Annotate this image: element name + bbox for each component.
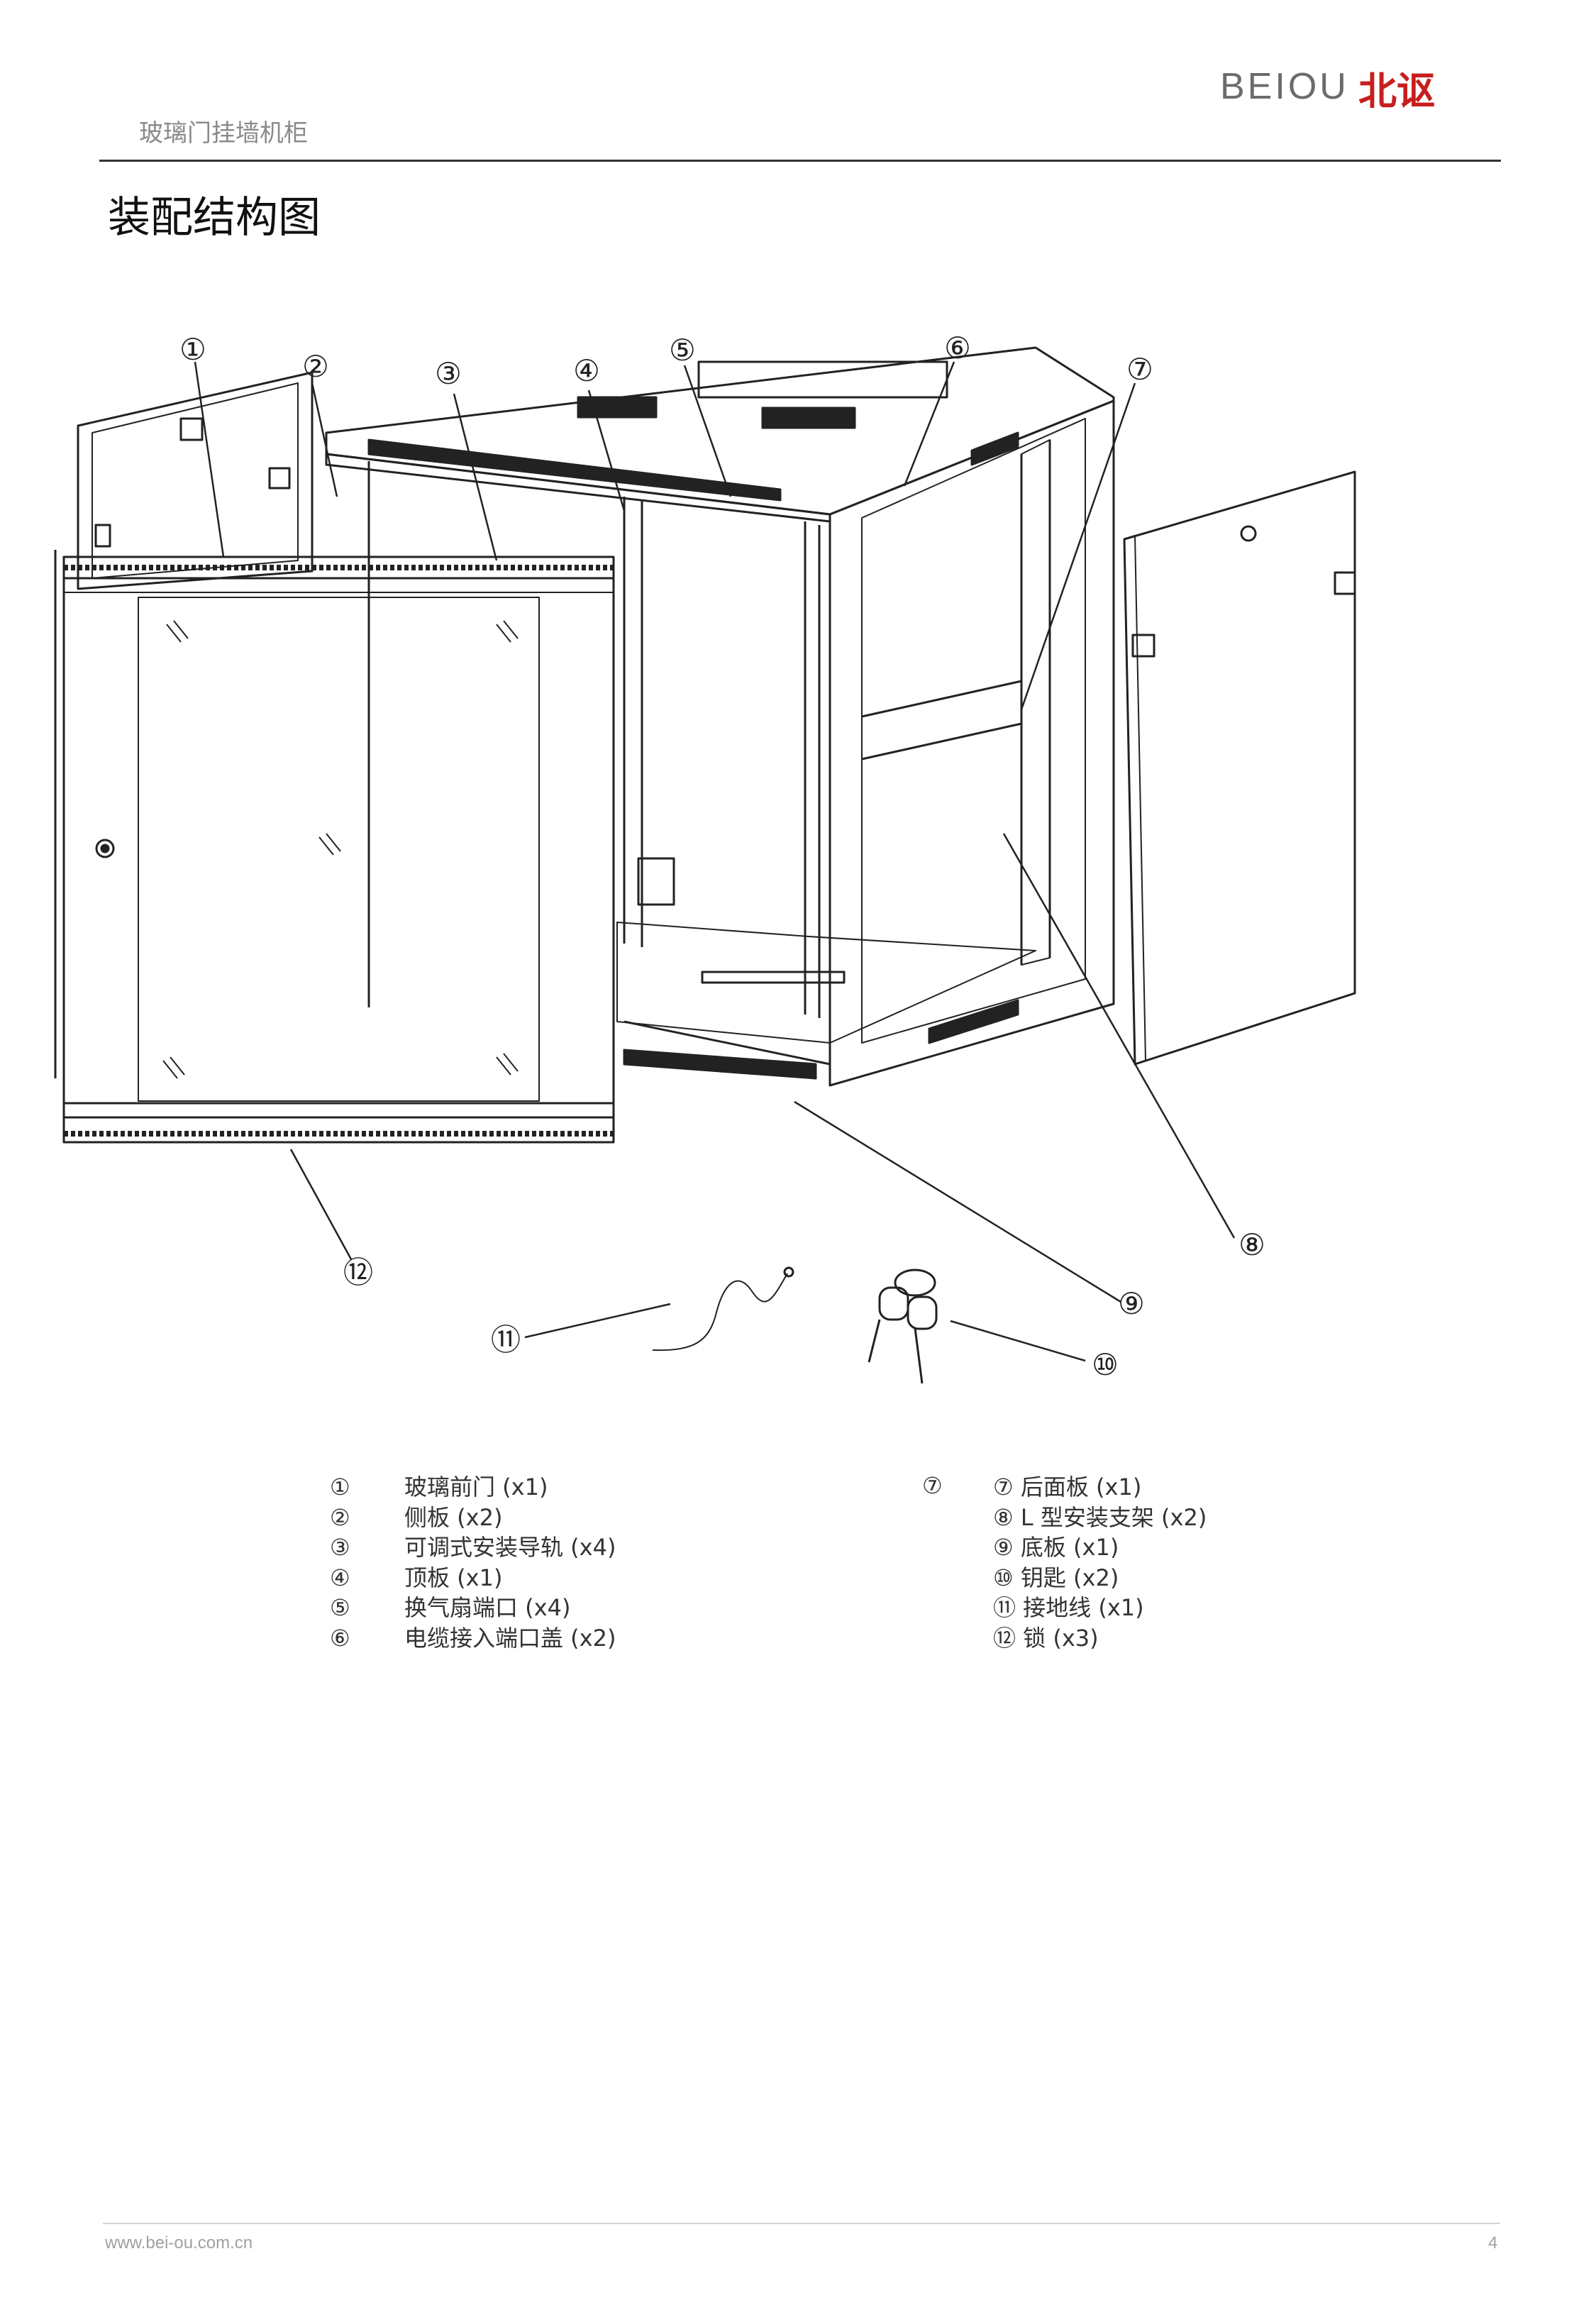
legend-text: 电缆接入端口盖 (x2) — [404, 1624, 616, 1652]
page-heading: 装配结构图 — [108, 193, 321, 243]
callout-8: ⑧ — [1238, 1227, 1265, 1262]
legend-item: ⑨ 底板 (x1) — [993, 1532, 1419, 1563]
callout-5: ⑤ — [669, 333, 696, 367]
legend-text: ⑨ 底板 (x1) — [993, 1534, 1119, 1561]
brand-logo-chinese: 北讴 — [1358, 69, 1435, 114]
legend-text: ⑫ 锁 (x3) — [993, 1624, 1099, 1652]
assembly-diagram: ① ② ③ ④ ⑤ ⑥ ⑦ ⑧ ⑨ ⑩ ⑪ ⑫ — [54, 331, 1356, 1384]
legend-item: ⑩ 钥匙 (x2) — [993, 1563, 1419, 1593]
legend-item: ⑧ L 型安装支架 (x2) — [993, 1503, 1419, 1533]
legend-number: ⑤ — [330, 1594, 350, 1621]
legend-text: 顶板 (x1) — [404, 1564, 503, 1591]
legend-item: ⑦ 后面板 (x1) — [993, 1472, 1419, 1503]
leader-lines — [194, 361, 1236, 1362]
callout-2: ② — [302, 349, 329, 384]
footer-divider — [103, 2223, 1500, 2224]
rear-panel — [1123, 470, 1356, 1066]
page-number: 4 — [1488, 2233, 1498, 2253]
legend-number: ④ — [330, 1564, 350, 1591]
legend-item: ④ 顶板 (x1) — [330, 1563, 826, 1593]
legend-number: ⑥ — [330, 1624, 350, 1652]
callout-11: ⑪ — [491, 1322, 521, 1357]
legend-text: ⑦ 后面板 (x1) — [993, 1474, 1142, 1500]
callout-1: ① — [179, 332, 206, 367]
brand-logo-latin: BEIOU — [1220, 66, 1349, 107]
legend-text: ⑩ 钥匙 (x2) — [993, 1564, 1119, 1591]
legend-text: ⑧ L 型安装支架 (x2) — [993, 1503, 1207, 1531]
callout-12: ⑫ — [343, 1255, 373, 1290]
glass-front-door — [54, 550, 615, 1144]
parts-legend-left: ① 玻璃前门 (x1) ② 侧板 (x2) ③ 可调式安装导轨 (x4) ④ 顶板 (x… — [330, 1472, 826, 1653]
callout-4: ④ — [573, 353, 600, 388]
document-title: 玻璃门挂墙机柜 — [139, 119, 308, 148]
parts-legend-right: ⑦ 后面板 (x1) ⑧ L 型安装支架 (x2) ⑨ 底板 (x1) ⑩ 钥匙… — [993, 1472, 1419, 1653]
callout-3: ③ — [435, 356, 462, 391]
callout-6: ⑥ — [944, 331, 971, 365]
cabinet-body — [325, 346, 1115, 1087]
keys-illustration — [868, 1268, 938, 1384]
legend-right-marker: ⑦ — [922, 1472, 943, 1499]
legend-item: ① 玻璃前门 (x1) — [330, 1472, 826, 1503]
legend-text: 玻璃前门 (x1) — [404, 1474, 548, 1500]
legend-item: ③ 可调式安装导轨 (x4) — [330, 1532, 826, 1563]
header-divider — [99, 160, 1501, 162]
callout-7: ⑦ — [1126, 352, 1153, 387]
legend-number: ① — [330, 1474, 350, 1500]
legend-number: ③ — [330, 1534, 350, 1561]
legend-text: ⑪ 接地线 (x1) — [993, 1594, 1144, 1621]
legend-item: ⑫ 锁 (x3) — [993, 1623, 1419, 1654]
callout-9: ⑨ — [1118, 1286, 1145, 1321]
legend-number: ② — [330, 1503, 350, 1531]
legend-item: ⑤ 换气扇端口 (x4) — [330, 1593, 826, 1623]
callout-10: ⑩ — [1092, 1347, 1119, 1382]
legend-text: 可调式安装导轨 (x4) — [404, 1534, 616, 1561]
legend-text: 换气扇端口 (x4) — [404, 1594, 571, 1621]
side-door-open — [77, 371, 314, 590]
legend-item: ⑪ 接地线 (x1) — [993, 1593, 1419, 1623]
callout-labels: ① ② ③ ④ ⑤ ⑥ ⑦ ⑧ ⑨ ⑩ ⑪ ⑫ — [179, 331, 1265, 1382]
footer-website-link[interactable]: www.bei-ou.com.cn — [105, 2233, 253, 2253]
legend-item: ② 侧板 (x2) — [330, 1503, 826, 1533]
legend-text: 侧板 (x2) — [404, 1503, 503, 1531]
legend-item: ⑥ 电缆接入端口盖 (x2) — [330, 1623, 826, 1654]
grounding-wire — [652, 1273, 788, 1352]
